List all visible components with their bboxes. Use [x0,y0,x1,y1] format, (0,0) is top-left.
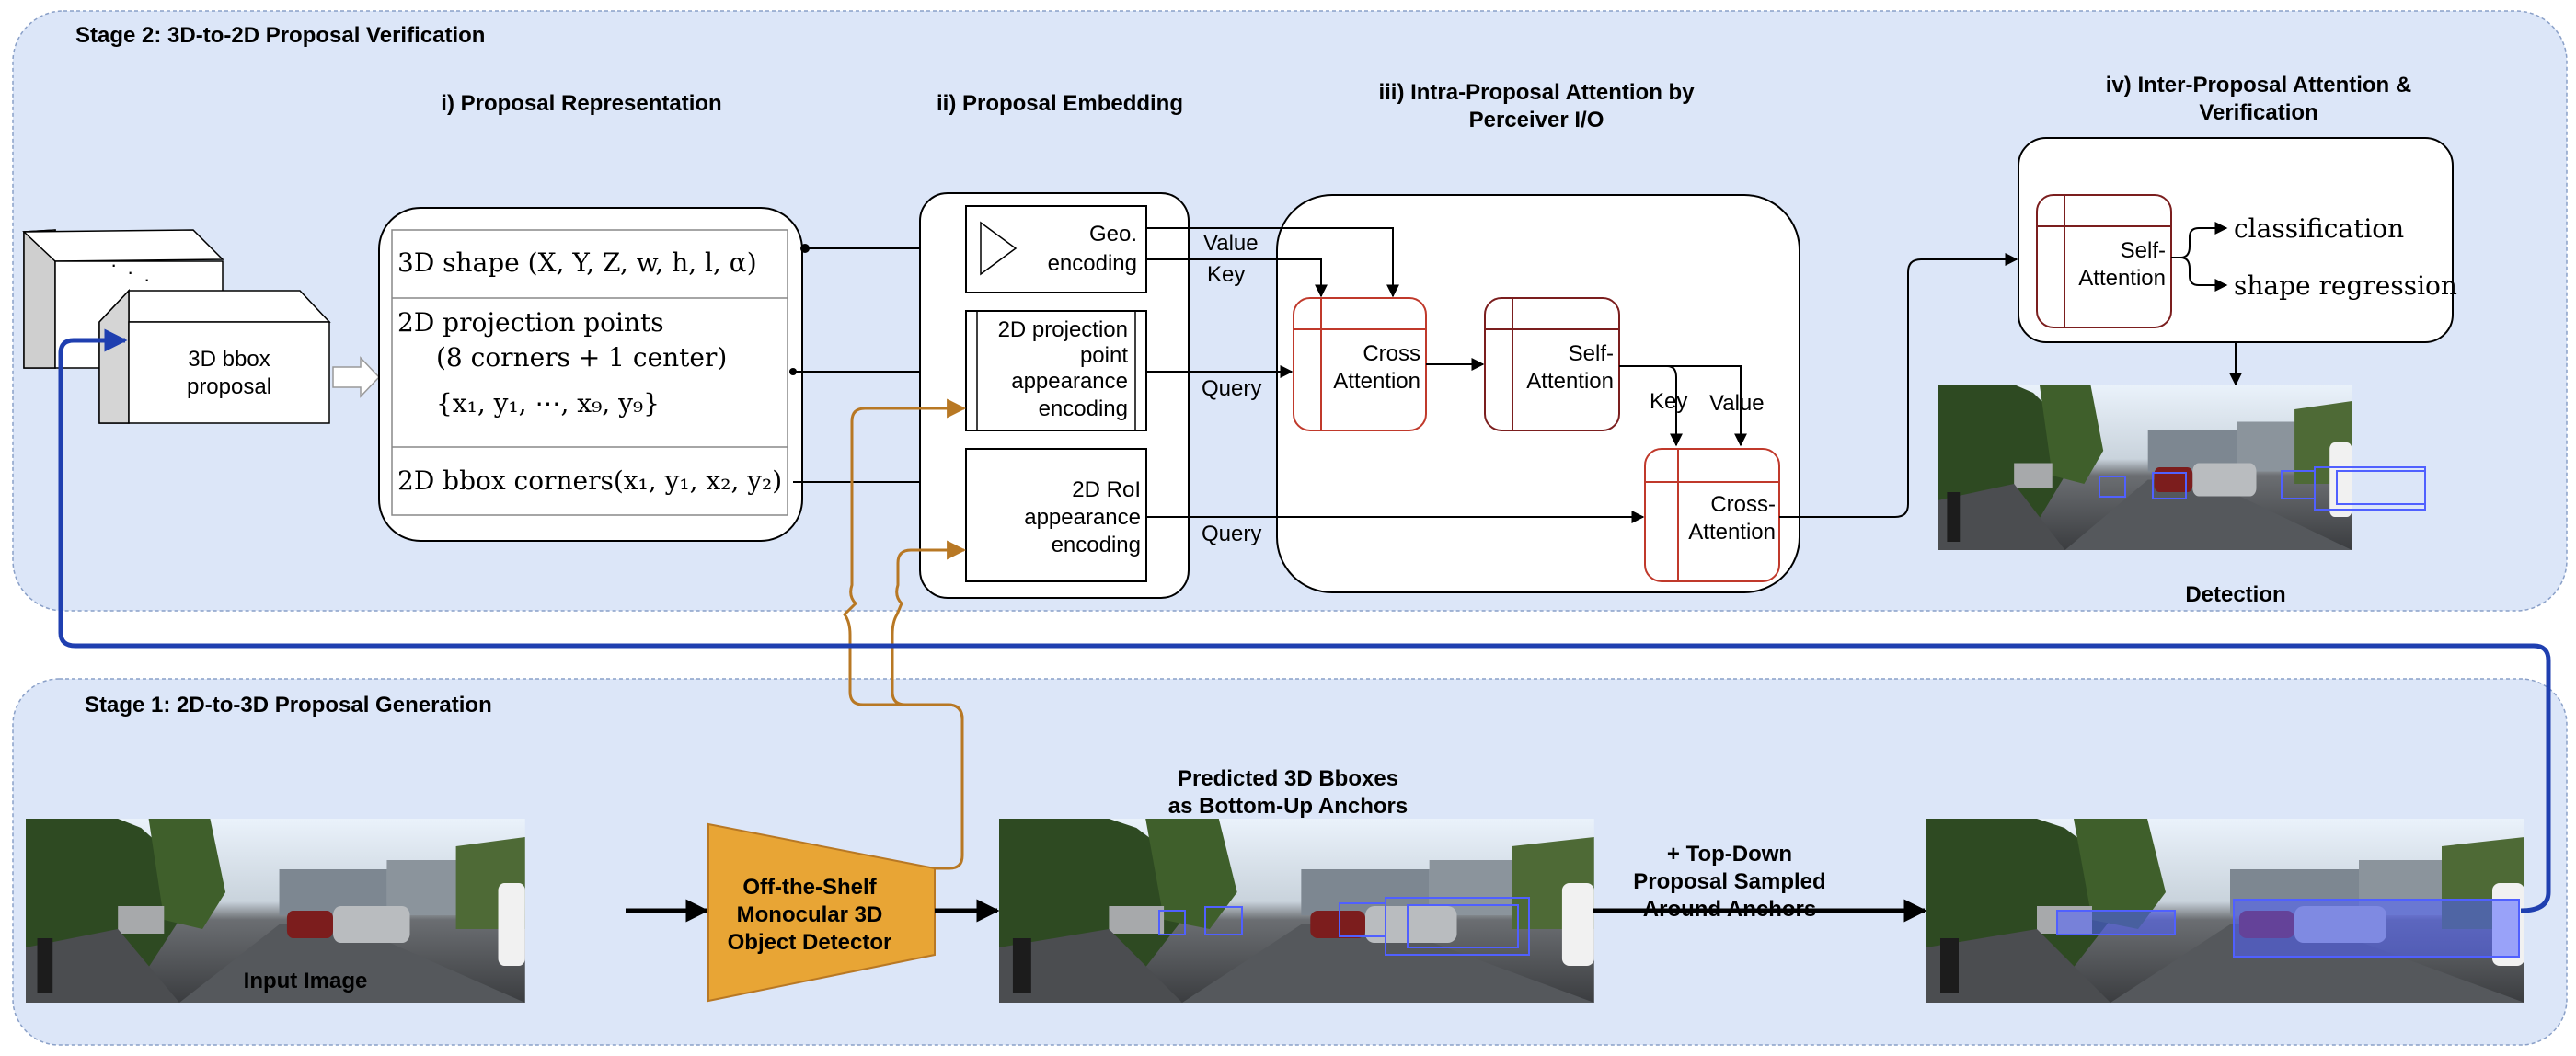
verification-self-attention-block [2036,194,2172,328]
predicted-image [999,819,1594,1003]
detector-to-embedding-connector [891,540,967,870]
monocular-detector [707,822,936,1003]
detector-label-1: Off-the-Shelf [742,875,877,900]
roi-encoding-label-1: 2D RoI [1072,477,1141,502]
predicted-bboxes [1158,897,1530,956]
topdown-label-3: Around Anchors [1643,897,1816,922]
value-label-self: Value [1709,391,1765,416]
cross-attention-2-label-2: Attention [1688,520,1776,545]
section-iii-title-1: iii) Intra-Proposal Attention by [1378,80,1695,105]
bbox-proposal-label-2: proposal [187,374,271,399]
self-attention-label-2: Attention [1526,369,1614,394]
key-label-self: Key [1650,389,1687,414]
section-iii-title-2: Perceiver I/O [1469,108,1604,132]
detection-bboxes [2099,466,2426,511]
geo-encoding-label-1: Geo. [1089,222,1137,247]
self-attention-label-1: Self- [1569,341,1614,366]
predicted-label-1: Predicted 3D Bboxes [1178,766,1398,791]
proposal-cube-stack: · · · [22,229,331,424]
value-label-geo: Value [1203,231,1259,256]
self-attention-block [1484,297,1620,431]
proj-encoding-label-1: 2D projection [998,317,1128,342]
stage2-title: Stage 2: 3D-to-2D Proposal Verification [75,23,485,48]
svg-text:·: · [127,260,133,283]
proj-encoding-label-2: point [1080,343,1128,368]
stage1-title: Stage 1: 2D-to-3D Proposal Generation [85,693,492,717]
svg-text:·: · [110,253,117,276]
rep-proj-line-1: 2D projection points [397,307,664,338]
bbox-proposal-label-1: 3D bbox [188,347,270,372]
verification-self-attention-label-1: Self- [2121,238,2166,263]
detector-label-2: Monocular 3D [737,902,883,927]
svg-text:·: · [144,268,150,291]
rep-proj-line-2: (8 corners + 1 center) [436,342,727,373]
detector-label-3: Object Detector [728,930,892,955]
output-classification: classification [2234,213,2404,244]
rep-2d-bbox: 2D bbox corners(x₁, y₁, x₂, y₂) [397,465,782,496]
hollow-arrow [332,356,381,398]
sampled-bboxes [2056,899,2520,958]
detection-label: Detection [2185,582,2285,607]
section-iv-title-1: iv) Inter-Proposal Attention & [2106,73,2411,98]
proposal-representation-box [378,207,803,542]
section-i-title: i) Proposal Representation [441,91,721,116]
proj-encoding-label-3: appearance [1011,369,1128,394]
input-image-label: Input Image [244,969,368,993]
cross-attention-2-label-1: Cross- [1710,492,1776,517]
rep-3d-shape: 3D shape (X, Y, Z, w, h, l, α) [397,247,757,278]
predicted-label-2: as Bottom-Up Anchors [1168,794,1408,819]
roi-encoding-label-2: appearance [1024,505,1141,530]
detection-image [1938,385,2352,550]
query-label-roi: Query [1202,522,1261,546]
feedback-loop-arrow [58,328,2551,913]
proj-encoding-label-4: encoding [1039,396,1128,421]
key-label-geo: Key [1207,262,1245,287]
topdown-label-1: + Top-Down [1667,842,1792,867]
rep-proj-line-3: {x₁, y₁, ⋯, x₉, y₉} [436,388,660,419]
cross-attention-label-1: Cross [1363,341,1420,366]
query-label-proj: Query [1202,376,1261,401]
output-shape-regression: shape regression [2234,270,2457,301]
roi-encoding-label-3: encoding [1052,533,1141,557]
section-iv-title-2: Verification [2199,100,2317,125]
section-ii-title: ii) Proposal Embedding [937,91,1183,116]
topdown-label-2: Proposal Sampled [1633,869,1825,894]
roi-encoding-box [965,448,1147,582]
geo-encoding-label-2: encoding [1048,251,1137,276]
cross-attention-label-2: Attention [1333,369,1420,394]
verification-self-attention-label-2: Attention [2078,266,2166,291]
